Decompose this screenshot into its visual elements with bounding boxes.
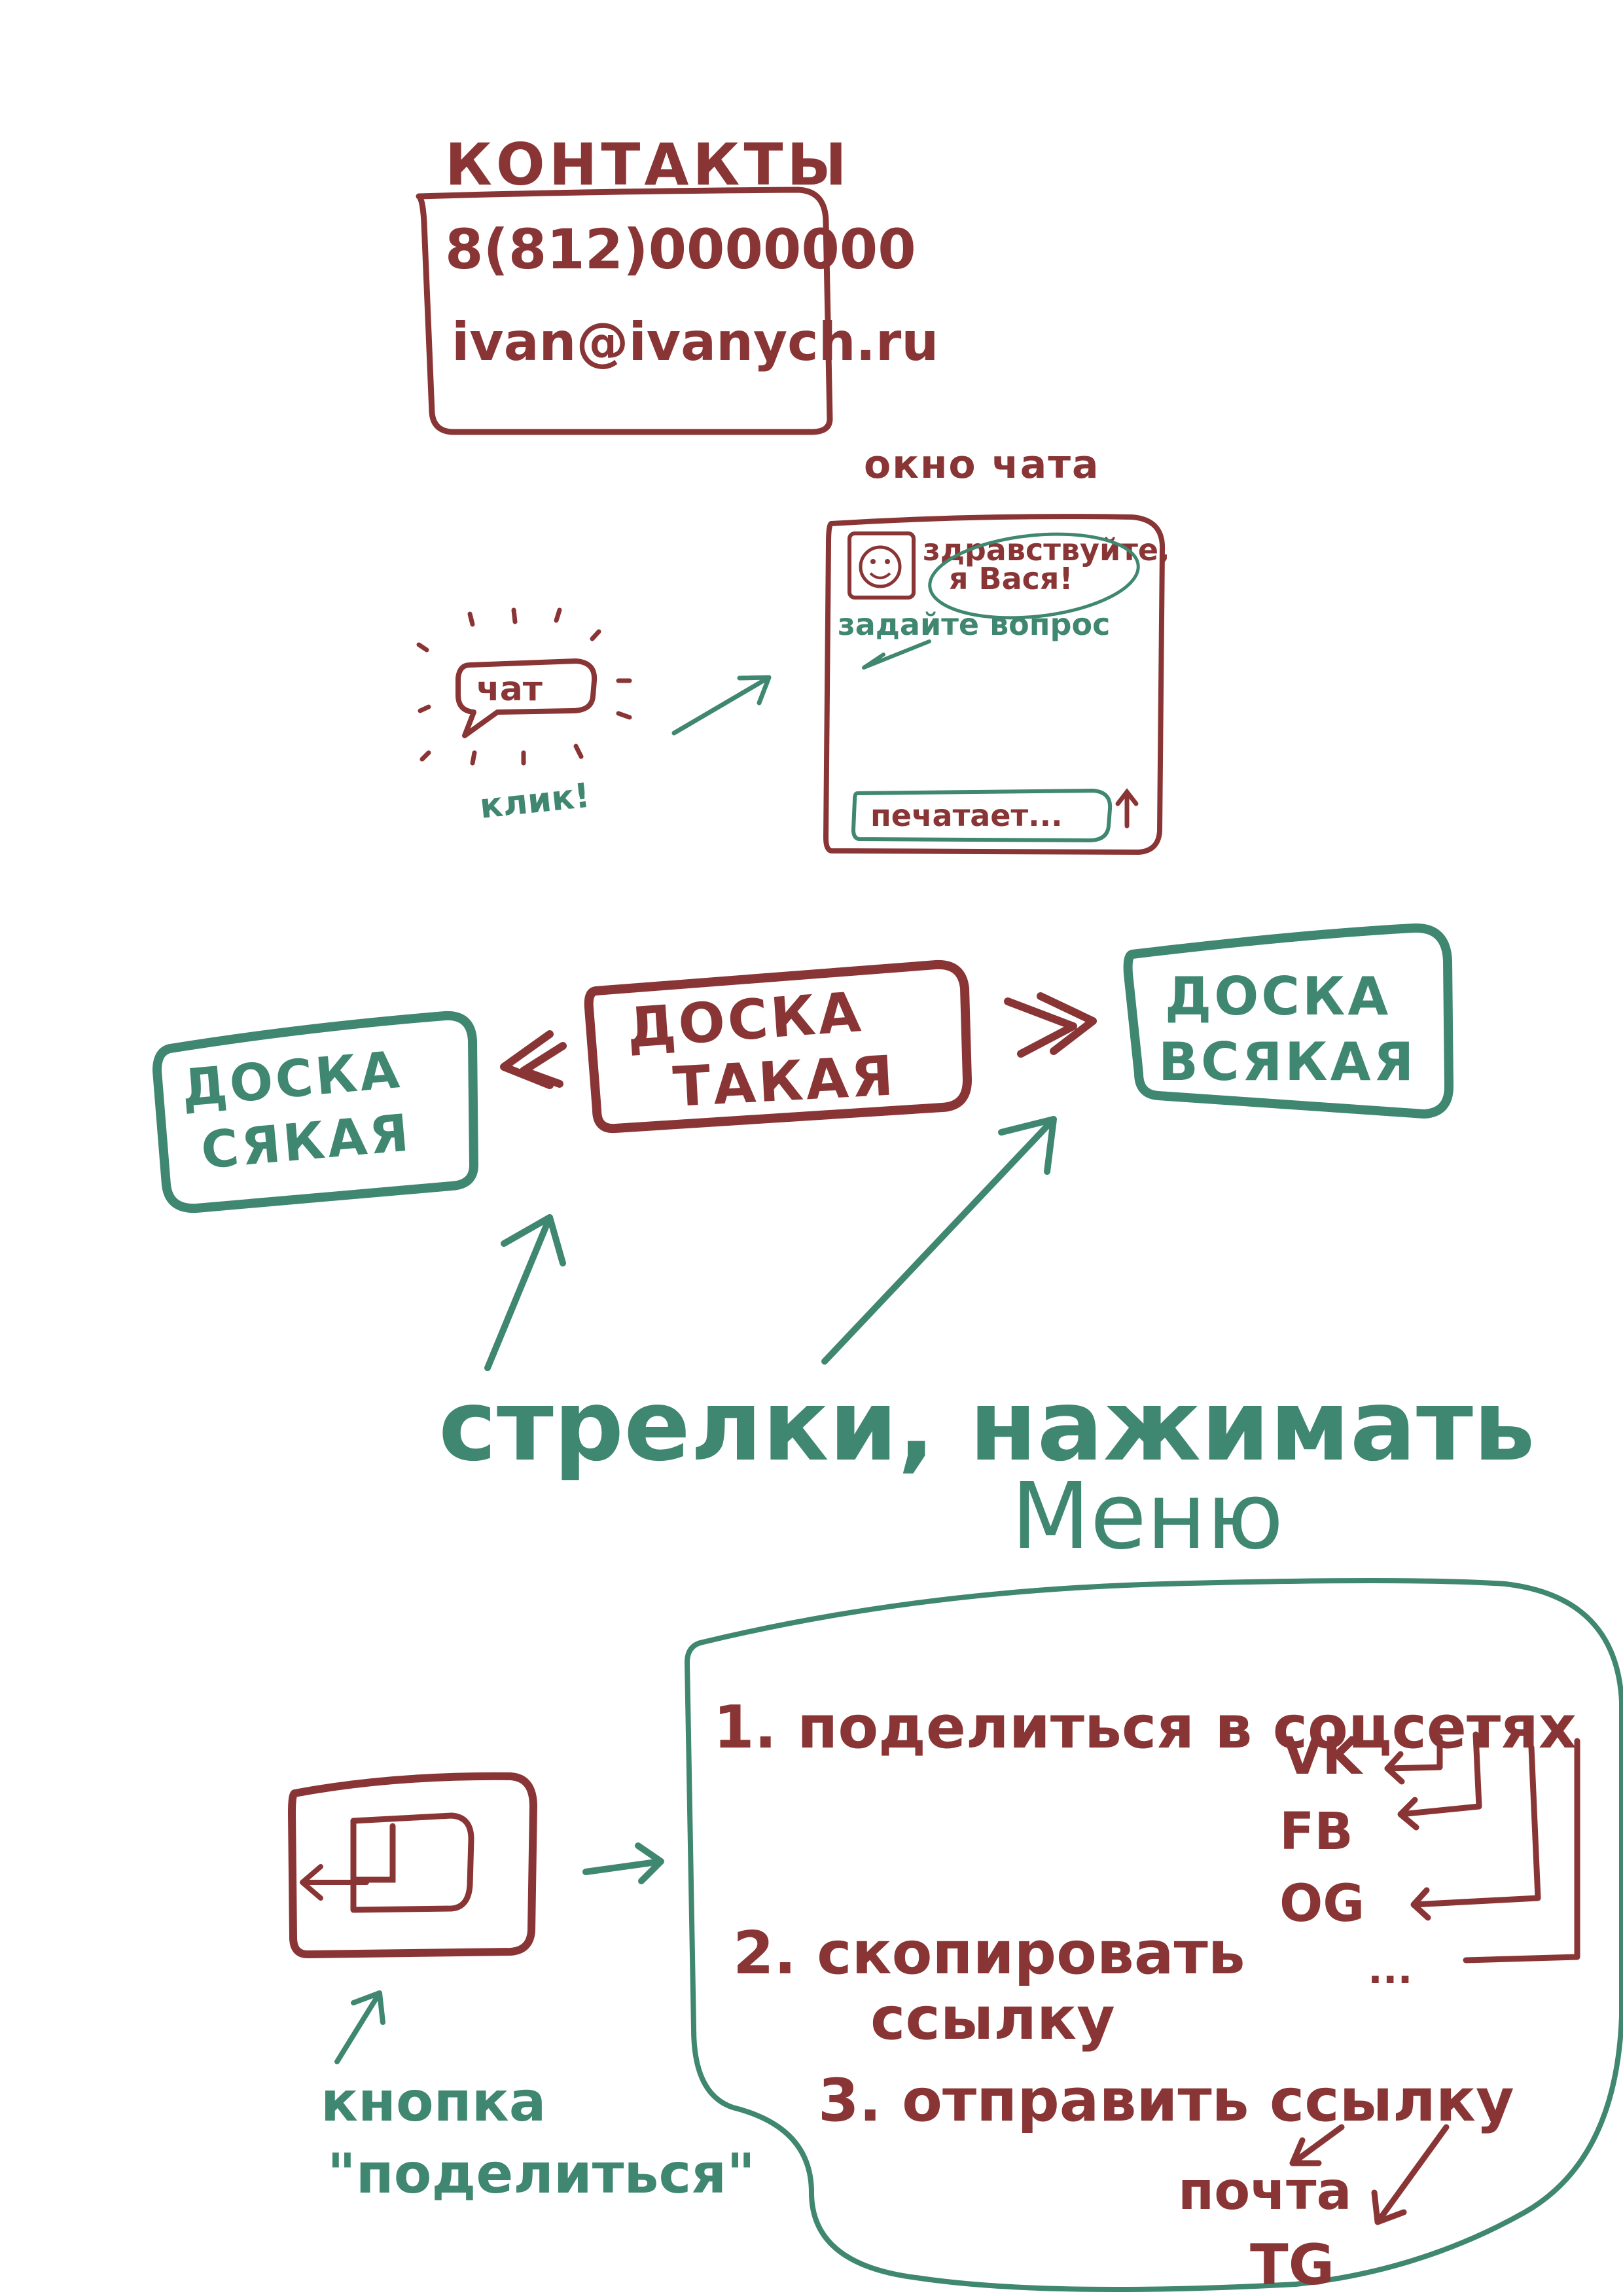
chat-typing-field[interactable]: [851, 788, 1113, 843]
chat-button-label: чат: [476, 670, 543, 709]
up-arrow-icon[interactable]: [1115, 788, 1139, 829]
menu-title: Меню: [1011, 1463, 1283, 1570]
board-current-line2: ТАКАЯ: [671, 1043, 897, 1119]
menu-popup-frame: [685, 1578, 1623, 2292]
menu-item-copy-link-line1[interactable]: 2. скопировать: [733, 1919, 1245, 1988]
next-arrow-icon[interactable]: [1004, 992, 1097, 1058]
contacts-block: КОНТАКТЫ 8(812)0000000 ivan@ivanych.ru: [416, 131, 938, 435]
share-button-pointer: [334, 1990, 385, 2064]
prompt-pointer: [862, 639, 931, 670]
prev-arrow-icon[interactable]: [500, 1030, 567, 1089]
boards-note: стрелки, нажимать: [438, 1369, 1535, 1483]
send-target-tg[interactable]: TG: [1250, 2233, 1334, 2296]
board-prev[interactable]: ДОСКА СЯКАЯ: [152, 1011, 478, 1213]
board-current: ДОСКА ТАКАЯ: [584, 960, 972, 1134]
social-list: VK FB OG ...: [1279, 1727, 1580, 1993]
social-connector-lines: [1384, 1731, 1580, 1964]
annotation-arrow-prev: [484, 1214, 566, 1371]
social-fb[interactable]: FB: [1279, 1803, 1353, 1861]
share-icon: [300, 1812, 474, 1913]
menu-item-share-social[interactable]: 1. поделиться в соцсетях: [713, 1693, 1577, 1762]
chat-prompt: задайте вопрос: [838, 607, 1110, 642]
annotation-arrow-next: [821, 1116, 1057, 1365]
share-button-label-line2: "поделиться": [327, 2142, 755, 2206]
boards-carousel: ДОСКА СЯКАЯ ДОСКА ТАКАЯ ДОСКА ВСЯКАЯ стр…: [152, 923, 1535, 1483]
share-button-label-line1: кнопка: [321, 2070, 546, 2134]
click-note: клик!: [478, 776, 592, 827]
chat-window-frame: [823, 514, 1166, 855]
share-to-menu-arrow: [582, 1842, 664, 1884]
chat-block: окно чата здравствуйте, я Вася! задайте …: [416, 442, 1170, 855]
social-vk[interactable]: VK: [1283, 1727, 1363, 1786]
board-prev-line2: СЯКАЯ: [199, 1103, 414, 1181]
send-target-arrows: [1289, 2124, 1450, 2225]
board-next-line1: ДОСКА: [1165, 966, 1391, 1027]
smiley-face-icon: [859, 545, 902, 588]
click-burst: [416, 607, 632, 766]
menu-block: Меню кнопка "поделиться" 1. поделиться в…: [288, 1463, 1623, 2296]
contacts-email[interactable]: ivan@ivanych.ru: [452, 312, 938, 372]
social-og[interactable]: OG: [1279, 1874, 1364, 1933]
board-next-line2: ВСЯКАЯ: [1158, 1031, 1416, 1092]
menu-item-send-link[interactable]: 3. отправить ссылку: [818, 2066, 1514, 2135]
board-next[interactable]: ДОСКА ВСЯКАЯ: [1123, 923, 1454, 1119]
chat-avatar: [847, 531, 916, 600]
chat-open-arrow: [671, 675, 772, 736]
send-target-mail[interactable]: почта: [1178, 2161, 1352, 2221]
chat-greeting-line2: я Вася!: [949, 561, 1073, 596]
social-more[interactable]: ...: [1368, 1947, 1412, 1993]
chat-typing-status: печатает...: [870, 798, 1063, 833]
chat-window-title: окно чата: [864, 442, 1099, 488]
contacts-box: [416, 187, 833, 435]
share-button[interactable]: [288, 1772, 537, 1958]
menu-item-copy-link-line2[interactable]: ссылку: [870, 1984, 1115, 2053]
greeting-highlight: [928, 532, 1140, 620]
chat-button[interactable]: чат: [455, 658, 597, 738]
contacts-phone[interactable]: 8(812)0000000: [445, 217, 916, 281]
